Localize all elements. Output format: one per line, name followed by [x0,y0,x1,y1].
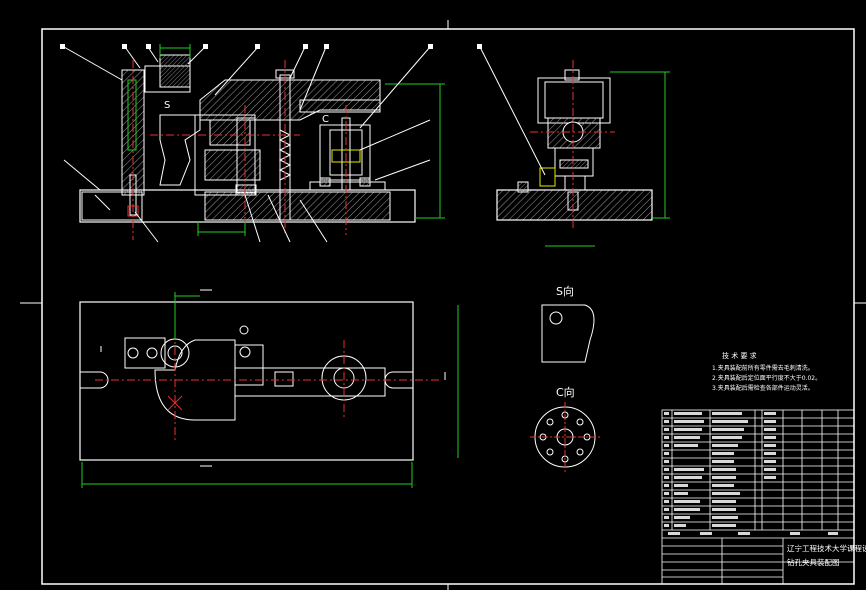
tech-req-line-1: 1.夹具装配前所有零件需去毛刺清洗。 [712,364,814,372]
front-view [60,44,445,243]
parts-list-entries [664,412,838,535]
s-view [541,304,595,363]
title-block-drawing-name: 钻孔夹具装配图 [787,557,840,567]
parts-list [661,409,855,585]
section-marker-c: C [322,114,329,125]
side-view [477,44,670,247]
tech-req-line-3: 3.夹具装配后需检查各部件运动灵活。 [712,384,814,392]
section-marker-s: S [164,100,170,111]
tech-req-title: 技 术 要 求 [722,351,757,360]
drawing-frame [20,20,866,590]
c-view [530,402,600,472]
plan-view [79,289,459,488]
tech-req-line-2: 2.夹具装配后定位面平行度不大于0.02。 [712,374,821,382]
s-view-label: S向 [556,284,574,298]
c-view-label: C向 [556,385,575,399]
title-block-school: 辽宁工程技术大学课程设计 [787,543,866,553]
